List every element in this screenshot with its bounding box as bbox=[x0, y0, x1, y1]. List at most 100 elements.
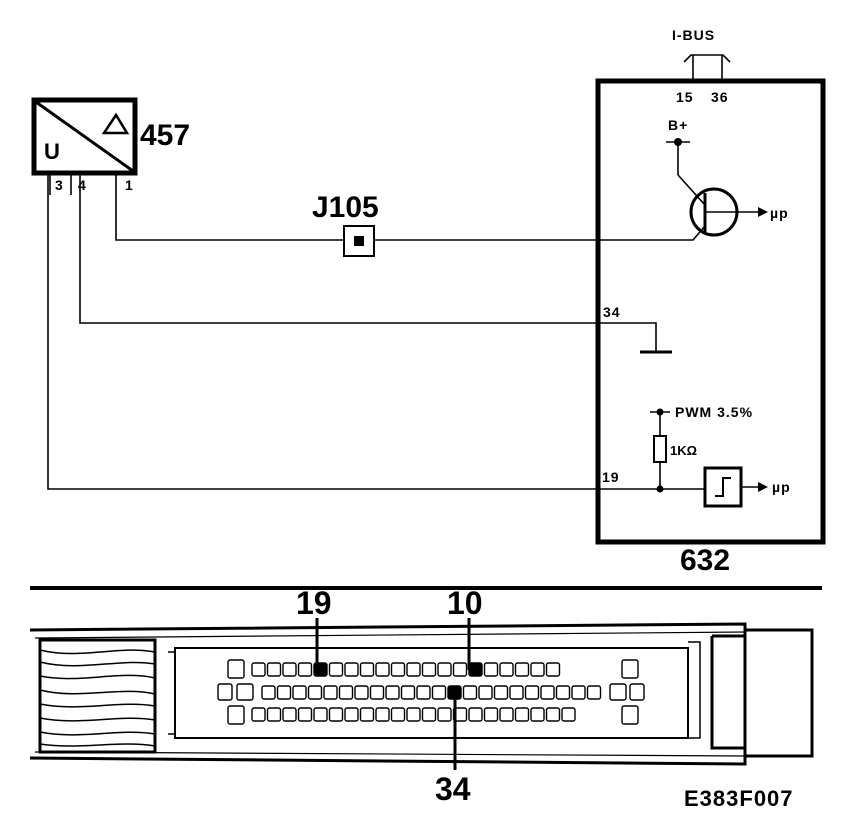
connector-pin bbox=[282, 707, 297, 722]
connector-pin bbox=[359, 707, 375, 722]
connector-pin-large bbox=[217, 683, 233, 701]
connector-pin bbox=[555, 685, 571, 700]
connector-pin bbox=[344, 662, 359, 677]
connector-pin bbox=[483, 707, 499, 722]
connector-pin bbox=[514, 662, 530, 677]
ibus-pin-15: 15 bbox=[676, 89, 694, 105]
resistor-icon bbox=[653, 435, 667, 463]
connector-pin bbox=[251, 662, 266, 677]
ecu-id: 632 bbox=[680, 544, 730, 577]
wire-pin1-signal bbox=[115, 173, 706, 241]
connector-pin bbox=[571, 685, 586, 700]
connector-pin bbox=[437, 707, 452, 722]
connector-pin bbox=[266, 707, 282, 722]
figure-code: E383F007 bbox=[684, 786, 794, 811]
connector-pin bbox=[431, 685, 447, 700]
sensor-457: U 457 3 4 1 bbox=[31, 97, 190, 195]
connector-pin bbox=[385, 685, 400, 700]
connector-pin bbox=[328, 707, 344, 722]
ibus-label: I-BUS bbox=[672, 27, 715, 43]
delta-icon bbox=[101, 112, 130, 135]
connector-pin bbox=[545, 662, 561, 677]
connector-pin-large bbox=[227, 659, 245, 679]
connector-pin bbox=[421, 662, 437, 677]
connector-pin-large bbox=[609, 683, 627, 701]
callout-19: 19 bbox=[296, 585, 332, 621]
connector-j105: J105 bbox=[312, 191, 379, 257]
connector-pin-large bbox=[621, 705, 639, 725]
connector-pin bbox=[390, 707, 406, 722]
connector-pin bbox=[276, 685, 292, 700]
connector-pin-large bbox=[236, 683, 254, 701]
connector-pin bbox=[375, 662, 390, 677]
wire-bundle bbox=[38, 638, 157, 754]
connector-pin bbox=[499, 662, 514, 677]
connector-pin bbox=[313, 707, 328, 722]
connector-pin bbox=[344, 707, 359, 722]
sensor-pin-4: 4 bbox=[78, 177, 87, 193]
pwm-label: PWM 3.5% bbox=[675, 404, 753, 420]
connector-pin bbox=[251, 707, 266, 722]
connector-pin bbox=[416, 685, 431, 700]
wires bbox=[47, 173, 706, 490]
wire-pin3-signal bbox=[47, 173, 705, 490]
wire-pin4-ground bbox=[79, 173, 657, 352]
connector-pin bbox=[509, 685, 524, 700]
connector-pin bbox=[468, 662, 483, 677]
connector-pin-large bbox=[629, 683, 645, 701]
connector-pin bbox=[478, 685, 493, 700]
connector-pin bbox=[406, 707, 421, 722]
connector-pin bbox=[524, 685, 540, 700]
mu-p-top: µp bbox=[770, 205, 789, 221]
connector-pin bbox=[390, 662, 406, 677]
connector-pin bbox=[483, 662, 499, 677]
callout-10: 10 bbox=[447, 585, 483, 621]
mu-p-bottom: µp bbox=[772, 479, 791, 495]
ecu-632: 632 I-BUS 15 36 B+ µp 34 PWM 3.5% 1KΩ bbox=[595, 27, 826, 577]
sensor-diagonal bbox=[35, 100, 134, 173]
connector-pin bbox=[297, 662, 313, 677]
ecu-connector bbox=[29, 618, 814, 770]
ecu-pin-19: 19 bbox=[602, 469, 620, 485]
connector-pins bbox=[217, 659, 645, 725]
connector-pin bbox=[452, 662, 468, 677]
ecu-body bbox=[595, 78, 826, 545]
connector-pin bbox=[354, 685, 369, 700]
connector-pin bbox=[514, 707, 530, 722]
connector-pin bbox=[462, 685, 478, 700]
connector-pin bbox=[359, 662, 375, 677]
ecu-pin-34: 34 bbox=[603, 304, 621, 320]
pin-carrier bbox=[174, 647, 689, 739]
connector-pin bbox=[493, 685, 509, 700]
connector-pin bbox=[266, 662, 282, 677]
connector-pin bbox=[400, 685, 416, 700]
connector-pin bbox=[369, 685, 385, 700]
sensor-pin-1: 1 bbox=[125, 177, 134, 193]
ibus-pin-36: 36 bbox=[711, 89, 729, 105]
connector-pin bbox=[530, 662, 545, 677]
sensor-body bbox=[31, 97, 138, 176]
connector-pin bbox=[406, 662, 421, 677]
supply-label: B+ bbox=[668, 117, 688, 133]
sensor-pin-3: 3 bbox=[55, 177, 64, 193]
connector-pin bbox=[307, 685, 323, 700]
connector-pin bbox=[328, 662, 344, 677]
connector-pin bbox=[530, 707, 545, 722]
sensor-id: 457 bbox=[140, 119, 190, 152]
connector-pin bbox=[437, 662, 452, 677]
callout-34: 34 bbox=[435, 771, 471, 807]
connector-pin bbox=[468, 707, 483, 722]
connector-pin-large bbox=[227, 705, 245, 725]
connector-pin bbox=[421, 707, 437, 722]
connector-pin bbox=[261, 685, 276, 700]
sensor-u-label: U bbox=[44, 139, 61, 164]
connector-pin bbox=[338, 685, 354, 700]
resistor-label: 1KΩ bbox=[670, 443, 697, 458]
connector-pin bbox=[323, 685, 338, 700]
connector-pin bbox=[499, 707, 514, 722]
connector-pin bbox=[297, 707, 313, 722]
j105-label: J105 bbox=[312, 191, 379, 224]
connector-pin bbox=[545, 707, 561, 722]
